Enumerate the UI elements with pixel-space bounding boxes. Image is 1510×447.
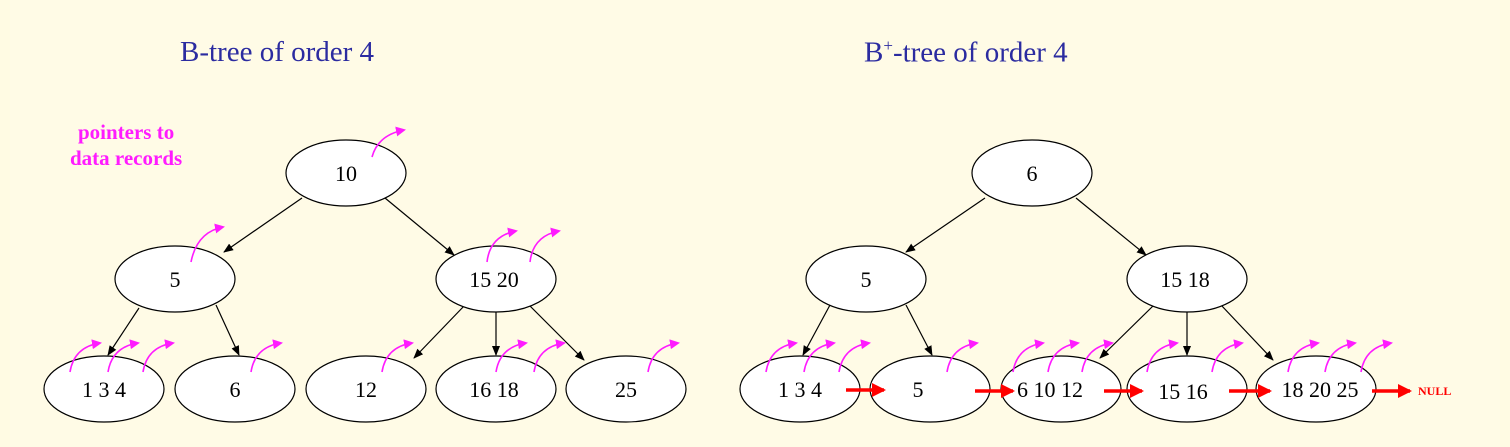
data-pointer-icon <box>486 227 518 263</box>
data-pointer-icon <box>1360 339 1393 373</box>
bplustree-edge <box>802 304 831 356</box>
data-pointer-icon <box>765 339 798 373</box>
bplustree-leaf-node <box>869 355 991 423</box>
btree-leaf-keys: 16 18 <box>469 377 519 402</box>
data-pointer-icon <box>1211 339 1244 373</box>
btree-leaf-keys: 6 <box>230 377 241 402</box>
data-pointer-icon <box>107 339 140 373</box>
btree-leaf-node <box>43 355 165 423</box>
bplustree-internal-node <box>805 245 927 313</box>
btree-edge <box>215 304 240 356</box>
bplustree-edge <box>905 304 933 356</box>
bplustree-title: B+-tree of order 4 <box>864 36 1068 69</box>
bplustree-root-keys: 6 <box>1027 161 1038 186</box>
data-pointer-icon <box>250 339 283 373</box>
btree-leaf-keys: 12 <box>355 377 377 402</box>
bplustree-leaf-node <box>1126 355 1248 423</box>
bplustree-leaf-keys: 1 3 4 <box>778 377 822 402</box>
data-pointer-icon <box>1081 339 1114 373</box>
btree-title: B-tree of order 4 <box>180 36 375 68</box>
data-pointer-icon <box>1287 339 1320 373</box>
data-pointer-icon <box>69 339 102 373</box>
bplustree-edge <box>1075 197 1147 256</box>
bplustree-leaf-keys: 18 20 25 <box>1282 377 1359 402</box>
bplustree-internal-node <box>1126 245 1248 313</box>
bplustree-root-node <box>971 139 1093 207</box>
bplustree-internal-keys: 15 18 <box>1160 267 1210 292</box>
btree-leaf-node <box>174 355 296 423</box>
btree-edge <box>413 304 466 359</box>
btree-internal-keys: 5 <box>170 267 181 292</box>
btree-internal-keys: 15 20 <box>469 267 519 292</box>
bplustree: 6 5 15 18 1 3 4 5 6 10 12 15 16 18 20 25… <box>739 139 1451 423</box>
bplustree-leaf-node <box>1255 355 1377 423</box>
btree-leaf-keys: 1 3 4 <box>82 377 126 402</box>
btree-edge <box>384 197 455 256</box>
data-pointer-icon <box>838 339 871 373</box>
data-pointer-icon <box>190 223 225 263</box>
data-pointer-icon <box>647 339 680 373</box>
bplustree-edge <box>1099 304 1155 359</box>
data-pointer-icon <box>529 227 561 263</box>
bplustree-edge <box>905 197 986 253</box>
btree-leaf-keys: 25 <box>615 377 637 402</box>
btree-leaf-node <box>435 355 557 423</box>
pointers-to-data-records-label: pointers to data records <box>70 120 183 170</box>
data-pointer-icon <box>1012 339 1045 373</box>
data-pointer-icon <box>142 339 175 373</box>
bplustree-leaf-keys: 6 10 12 <box>1017 377 1083 402</box>
null-label: NULL <box>1418 384 1451 398</box>
data-pointer-icon <box>495 339 528 373</box>
btree: 10 5 15 20 1 3 4 6 12 16 18 25 <box>43 126 687 423</box>
data-pointer-icon <box>946 339 979 373</box>
bplustree-leaf-keys: 15 16 <box>1158 379 1208 404</box>
data-pointer-icon <box>1047 339 1080 373</box>
btree-root-node <box>285 139 407 207</box>
data-pointer-icon <box>381 339 414 373</box>
btree-edge <box>223 197 303 253</box>
btree-internal-node <box>435 245 557 313</box>
data-pointer-icon <box>1324 339 1357 373</box>
data-pointer-icon <box>803 339 836 373</box>
btree-edge <box>529 305 585 361</box>
data-pointer-icon <box>371 126 406 158</box>
data-pointer-icon <box>1146 339 1179 373</box>
bplustree-internal-keys: 5 <box>861 267 872 292</box>
btree-root-keys: 10 <box>335 161 357 186</box>
btree-edge <box>107 307 140 356</box>
bplustree-leaf-keys: 5 <box>913 377 924 402</box>
btree-internal-node <box>114 245 236 313</box>
btree-leaf-node <box>565 355 687 423</box>
btree-leaf-node <box>305 355 427 423</box>
data-pointer-icon <box>533 339 566 373</box>
bplustree-edge <box>1220 304 1274 361</box>
